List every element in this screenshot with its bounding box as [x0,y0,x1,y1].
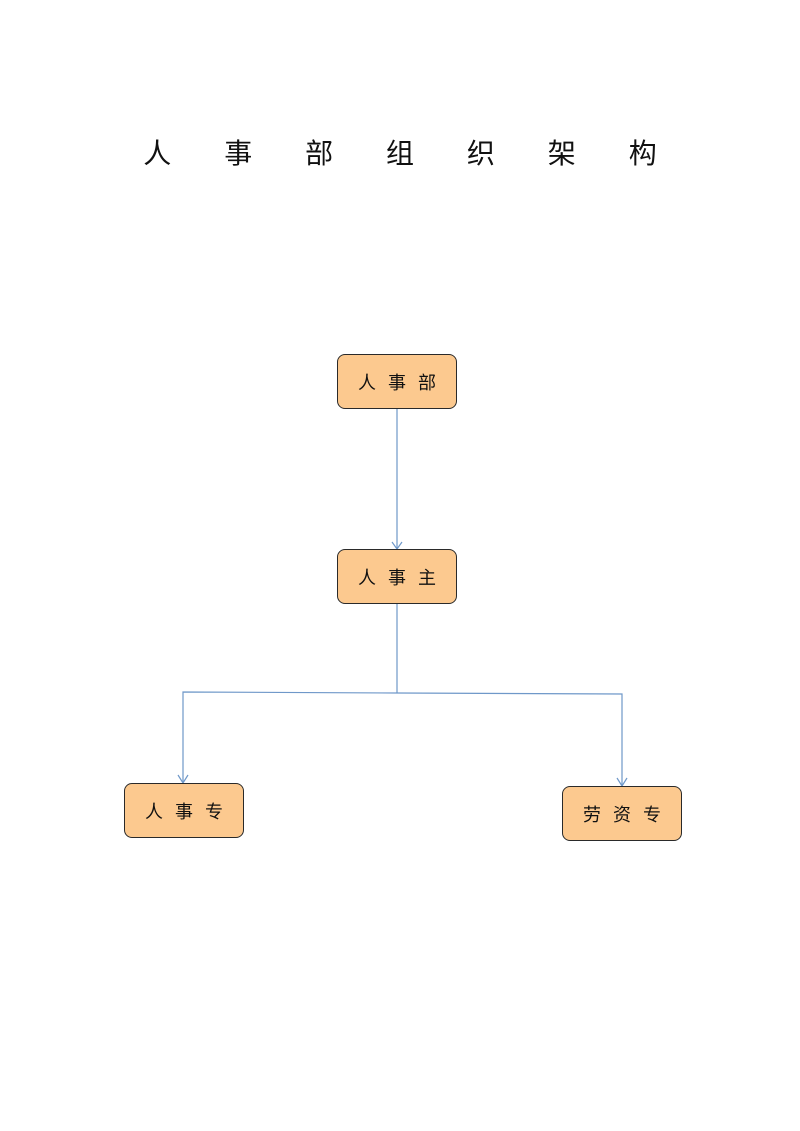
connector-branch-right [396,692,623,785]
connector-branch-left [182,691,398,782]
node-hr-specialist: 人事专 [124,783,244,838]
node-hr-manager: 人事主 [337,549,457,604]
page-title: 人 事 部 组 织 架 构 [143,137,679,170]
node-hr-department: 人事部 [337,354,457,409]
node-payroll-specialist: 劳资专 [562,786,682,841]
